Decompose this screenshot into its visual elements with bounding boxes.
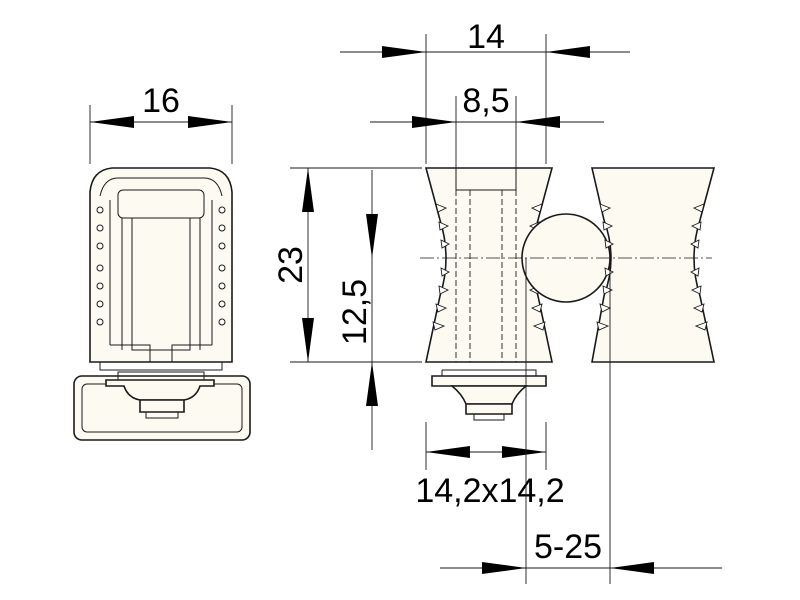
side-view [73,167,251,441]
side-view-holes-right [218,206,226,326]
dimension-14-2x14-2: 14,2x14,2 [415,422,565,510]
clamp-half [590,167,716,363]
dimension-23: 23 [272,167,422,363]
clamp-half-teeth-left [596,203,614,331]
dimension-14: 14 [340,18,630,164]
dimension-12-5-label: 12,5 [336,279,374,345]
dimension-23-label: 23 [272,246,310,284]
dimension-5-25: 5-25 [440,258,722,584]
clamp-half-teeth-right [690,203,708,331]
dimension-8-5-label: 8,5 [462,82,509,120]
dimension-8-5: 8,5 [370,82,604,168]
dimension-5-25-label: 5-25 [534,528,602,566]
front-view-teeth-left [432,203,450,331]
dimension-16-label: 16 [142,82,180,120]
dimension-14-label: 14 [467,18,505,56]
dimension-12-5: 12,5 [336,170,378,450]
front-view [424,167,554,421]
dimension-14-2x14-2-label: 14,2x14,2 [415,472,564,510]
dimension-16: 16 [89,82,233,164]
side-view-holes-left [96,206,104,326]
